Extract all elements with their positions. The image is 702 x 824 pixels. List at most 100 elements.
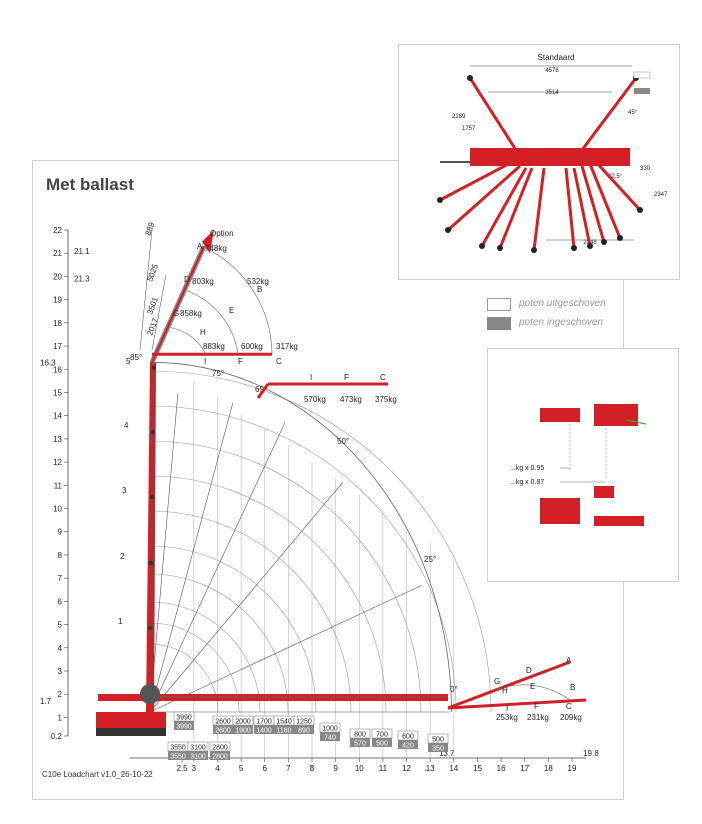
x-tick-label: 10	[355, 764, 364, 773]
jib0-point-label: E	[530, 682, 535, 691]
angle-ray	[149, 481, 344, 713]
outrigger-leg	[447, 164, 521, 232]
load-value-top: 3550	[170, 745, 186, 752]
outrigger-dim-3514-label: 3514	[545, 90, 559, 96]
y-tick-label: 4	[58, 644, 63, 653]
angle-label-75: 75°	[212, 369, 224, 378]
y-side-label-1-7: 1.7	[40, 697, 52, 706]
load-box-bottom	[254, 725, 274, 734]
jib0-arm	[447, 660, 571, 710]
outrigger-dim-2289: 2289	[452, 114, 466, 120]
jib0-arm-low	[447, 698, 587, 710]
x-tick-label: 6	[263, 764, 268, 773]
load-value-bottom: 420	[402, 743, 414, 750]
jib0-point-label: G	[494, 677, 500, 686]
outrigger-leg	[439, 158, 517, 202]
boom-section-joint	[149, 494, 155, 500]
reduction-green-line	[625, 419, 647, 425]
x-tick-label: 9	[333, 764, 338, 773]
load-box-bottom	[428, 743, 448, 752]
outrigger-legend-gray	[634, 88, 650, 94]
x-tick-label: 2.5	[176, 764, 188, 773]
outrigger-leg	[468, 77, 518, 151]
outrigger-foot	[445, 227, 451, 233]
y-tick-label: 20	[53, 272, 62, 281]
jib-arc-inner	[169, 327, 207, 355]
jib65-point-C: C	[380, 373, 386, 382]
load-box-bottom	[350, 738, 370, 747]
load-box-bottom	[233, 725, 253, 734]
carrier-body	[96, 712, 166, 730]
outrigger-foot	[467, 75, 473, 81]
boom-section-joint	[147, 625, 153, 631]
y-tick-label: 8	[58, 551, 63, 560]
load-box-bottom	[210, 751, 230, 760]
x-tick-label: 7	[286, 764, 291, 773]
outrigger-dim-330: 330	[640, 166, 651, 172]
option-label: Option	[210, 229, 234, 238]
y-side-label-21-1: 21.1	[74, 247, 90, 256]
x-tick-label: 8	[310, 764, 315, 773]
y-tick-label: 17	[53, 342, 62, 351]
boom-section-label: 4	[124, 421, 129, 430]
y-tick-label: 2	[58, 690, 63, 699]
x-tick-label: 17	[520, 764, 529, 773]
radius-arc	[149, 370, 492, 713]
y-tick-label: 15	[53, 388, 62, 397]
load-box-bottom	[174, 721, 194, 730]
load-value-top: 600	[402, 734, 414, 741]
radius-arc	[149, 573, 289, 713]
jib-option-tip	[202, 230, 214, 254]
outrigger-foot	[479, 243, 485, 249]
outrigger-leg	[480, 167, 528, 247]
jib0-point-label: C	[566, 702, 572, 711]
jib-dim-label: 3501	[145, 295, 160, 315]
jib-point-label: G	[173, 309, 179, 318]
load-box-bottom	[213, 725, 233, 734]
y-tick-label: 18	[53, 319, 62, 328]
x-extra-13-7: 13.7	[439, 749, 455, 758]
outrigger-leg	[532, 167, 546, 251]
load-value-top: 700	[376, 732, 388, 739]
reduction-top-cab	[540, 408, 580, 422]
load-value-top: 500	[432, 737, 444, 744]
x-tick-label: 3	[192, 764, 197, 773]
chart-footer: C10e Loadchart v1.0_26-10-22	[42, 770, 153, 779]
outrigger-foot	[497, 245, 503, 251]
jib-point-label: A	[197, 242, 203, 251]
angle-ray	[149, 584, 423, 713]
load-value-bottom: 3550	[170, 754, 186, 761]
jib-load-top: 600kg	[241, 342, 263, 351]
y-tick-label: 16	[53, 365, 62, 374]
angle-label-65: 65°	[255, 385, 267, 394]
x-tick-label: 5	[239, 764, 244, 773]
y-tick-label: 1	[58, 713, 63, 722]
radius-arc	[149, 440, 422, 713]
boom-section-joint	[151, 365, 157, 371]
radius-arc	[149, 510, 352, 713]
x-tick-label: 14	[449, 764, 458, 773]
y-side-label-21-3: 21.3	[74, 275, 90, 284]
outrigger-leg	[564, 167, 576, 249]
jib0-point-label: H	[502, 686, 508, 695]
load-box-bottom	[168, 751, 188, 760]
radius-arc	[149, 601, 261, 713]
chart-title: Met ballast	[46, 175, 134, 194]
outer-arc	[149, 361, 452, 713]
reduction-block-left	[540, 498, 580, 524]
reduction-top-body	[594, 404, 638, 426]
x-tick-label: 13	[426, 764, 435, 773]
jib0-point-label: D	[526, 666, 532, 675]
jib-dim-label: 889	[143, 221, 156, 237]
reduction-block-small	[594, 486, 614, 498]
x-tick-label: 18	[544, 764, 553, 773]
load-value-bottom: 500	[376, 741, 388, 748]
outrigger-dim-45: 45°	[628, 110, 638, 116]
x-tick-label: 11	[379, 764, 388, 773]
boom-section-label: 5	[126, 357, 131, 366]
slew-ring	[140, 684, 160, 704]
outrigger-foot	[531, 247, 537, 253]
load-value-bottom: 2600	[215, 728, 231, 735]
jib-point-label: I	[204, 357, 206, 366]
load-value-bottom: 1180	[276, 728, 291, 735]
